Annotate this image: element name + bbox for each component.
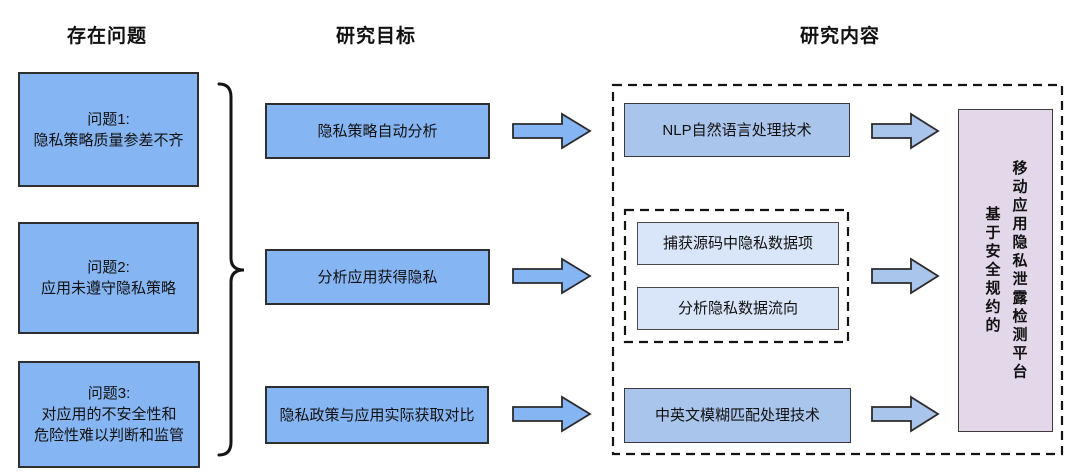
problem3-text-line2: 危险性难以判断和监管 [33,427,184,444]
fuzzy-matching-label: 中英文模糊匹配处理技术 [654,407,820,424]
goal2-box: 分析应用获得隐私 [265,249,490,305]
privacy-data-flow-label: 分析隐私数据流向 [677,300,798,317]
privacy-analysis-dashed-box [623,208,850,344]
fuzzy-matching-box: 中英文模糊匹配处理技术 [624,388,851,443]
problem3-title: 问题3: [87,385,131,402]
arrow-goal3-to-content [512,395,592,433]
goal1-box: 隐私策略自动分析 [265,103,490,159]
header-goals: 研究目标 [335,26,416,47]
arrow-goal2-to-content [512,257,592,295]
problem2-box: 问题2: 应用未遵守隐私策略 [18,222,199,334]
problem1-title: 问题1: [87,110,130,128]
arrow-analysis-to-platform [871,257,940,295]
platform-prefix: 基于安全规约的 [983,205,1001,336]
detection-platform-vertical-text: 基于安全规约的 移动应用隐私泄露检测平台 [979,110,1033,431]
problem1-box: 问题1: 隐私策略质量参差不齐 [18,72,199,187]
nlp-technique-box: NLP自然语言处理技术 [624,103,850,157]
research-content-dashed-box [611,83,1064,456]
problem3-text-line1: 对应用的不安全性和 [41,406,177,423]
capture-privacy-data-box: 捕获源码中隐私数据项 [637,222,839,265]
header-problems: 存在问题 [66,26,147,47]
header-content: 研究内容 [799,26,880,47]
goal1-label: 隐私策略自动分析 [317,122,438,140]
problem3-box: 问题3: 对应用的不安全性和 危险性难以判断和监管 [18,361,200,468]
goal2-label: 分析应用获得隐私 [317,268,438,286]
detection-platform-box: 基于安全规约的 移动应用隐私泄露检测平台 [958,109,1053,432]
privacy-data-flow-box: 分析隐私数据流向 [637,287,839,330]
arrow-nlp-to-platform [871,112,940,150]
problem2-text: 应用未遵守隐私策略 [40,280,176,297]
curly-brace [217,82,245,457]
goal3-box: 隐私政策与应用实际获取对比 [265,386,489,444]
platform-name: 移动应用隐私泄露检测平台 [1010,159,1028,382]
problem1-text: 隐私策略质量参差不齐 [33,131,184,149]
problem2-title: 问题2: [87,259,130,276]
nlp-technique-label: NLP自然语言处理技术 [662,121,812,139]
arrow-fuzzy-to-platform [871,395,940,433]
goal3-label: 隐私政策与应用实际获取对比 [279,406,475,424]
capture-privacy-data-label: 捕获源码中隐私数据项 [662,235,813,252]
arrow-goal1-to-content [512,112,592,150]
